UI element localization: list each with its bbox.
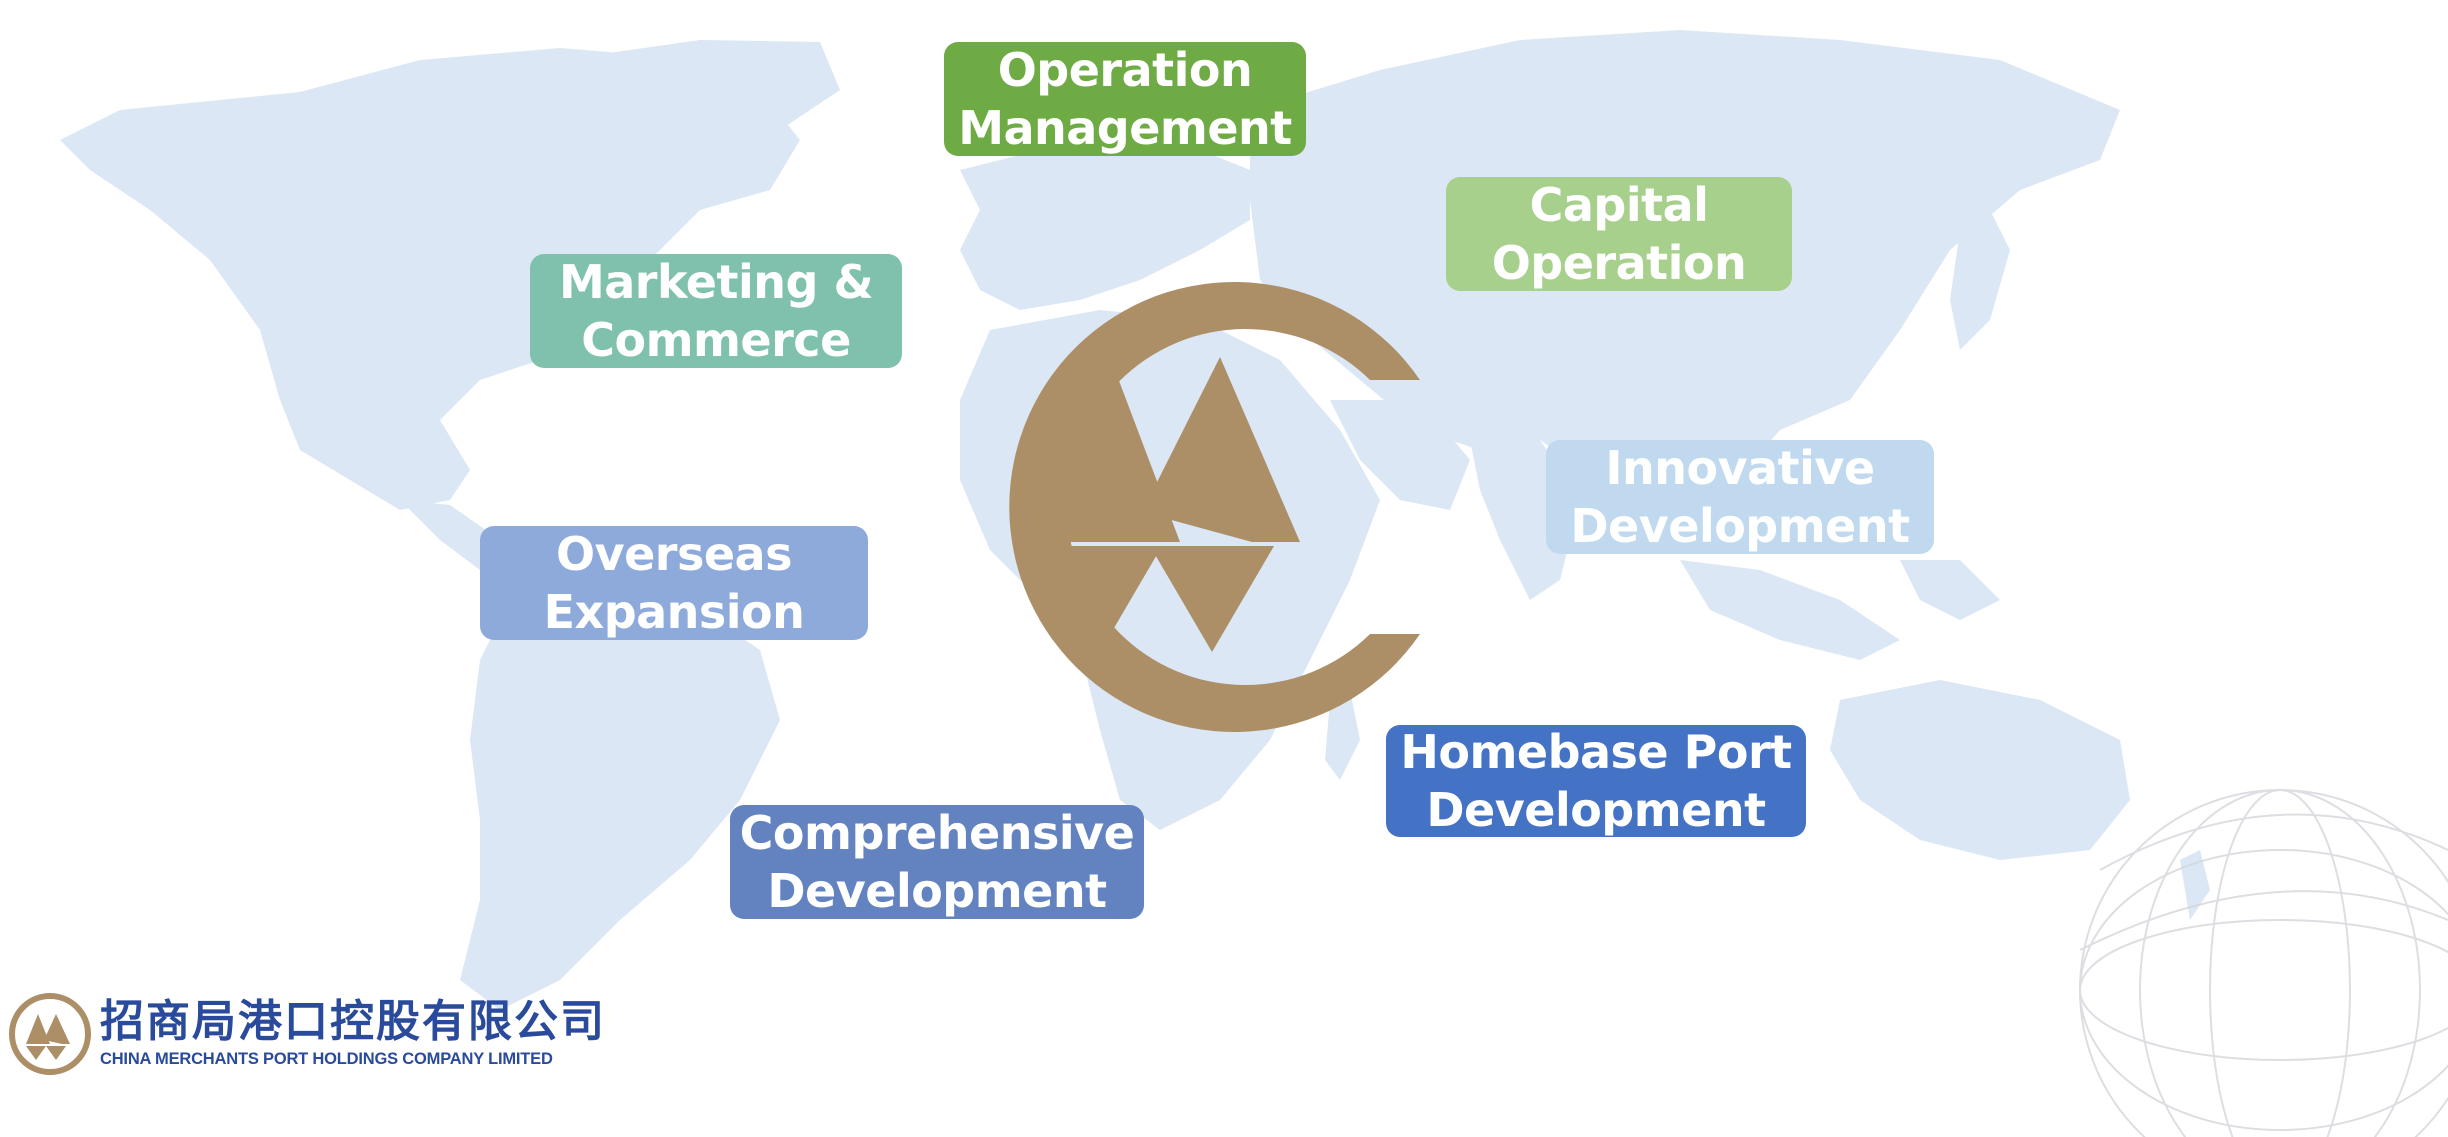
box-line: Homebase Port	[1400, 725, 1792, 779]
box-line: Marketing &	[558, 255, 874, 309]
company-name-chinese: 招商局港口控股有限公司	[100, 996, 606, 1047]
capital-operation-box: Capital Operation	[1446, 177, 1792, 291]
innovative-development-box: Innovative Development	[1546, 440, 1934, 554]
box-line: Development	[1570, 499, 1910, 553]
box-line: Commerce	[581, 313, 851, 367]
box-line: Operation	[997, 43, 1253, 97]
box-line: Development	[1426, 783, 1766, 837]
box-line: Overseas	[556, 527, 792, 581]
homebase-port-development-box: Homebase Port Development	[1386, 725, 1806, 837]
china-merchants-logo-icon	[1009, 282, 1420, 733]
box-line: Comprehensive	[739, 806, 1135, 860]
operation-management-box: Operation Management	[944, 42, 1306, 156]
comprehensive-development-box: Comprehensive Development	[730, 805, 1144, 919]
box-line: Development	[767, 864, 1107, 918]
box-line: Expansion	[543, 585, 805, 639]
box-line: Operation	[1491, 236, 1747, 290]
marketing-commerce-box: Marketing & Commerce	[530, 254, 902, 368]
box-line: Capital	[1529, 178, 1709, 232]
company-name-block: 招商局港口控股有限公司 CHINA MERCHANTS PORT HOLDING…	[100, 996, 606, 1070]
box-line: Management	[958, 101, 1292, 155]
globe-watermark-icon	[2079, 789, 2448, 1137]
company-name-english: CHINA MERCHANTS PORT HOLDINGS COMPANY LI…	[100, 1050, 553, 1068]
overseas-expansion-box: Overseas Expansion	[480, 526, 868, 640]
box-line: Innovative	[1605, 441, 1875, 495]
company-logo-icon	[9, 993, 91, 1075]
